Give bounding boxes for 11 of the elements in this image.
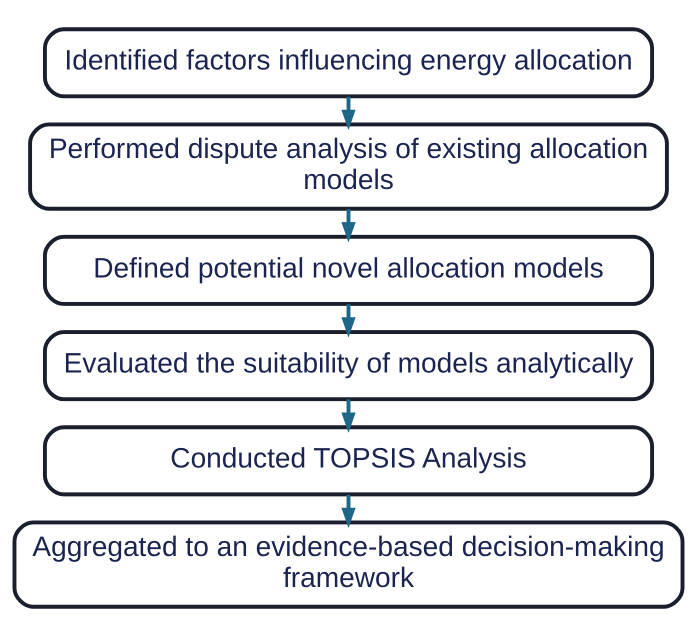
node-box: Evaluated the suitability of models analytically xyxy=(42,330,654,402)
arrow xyxy=(341,304,356,338)
arrow xyxy=(341,494,356,528)
node-box: Aggregated to an evidence-based decision-making framework xyxy=(12,520,684,609)
node-box: Performed dispute analysis of existing allocation models xyxy=(28,122,669,211)
node-box: Defined potential novel allocation models xyxy=(42,234,654,306)
node-box: Identified factors influencing energy allocation xyxy=(42,27,654,98)
arrow xyxy=(341,399,356,433)
node-box: Conducted TOPSIS Analysis xyxy=(42,425,654,496)
arrow xyxy=(341,209,356,242)
arrow xyxy=(341,96,356,130)
